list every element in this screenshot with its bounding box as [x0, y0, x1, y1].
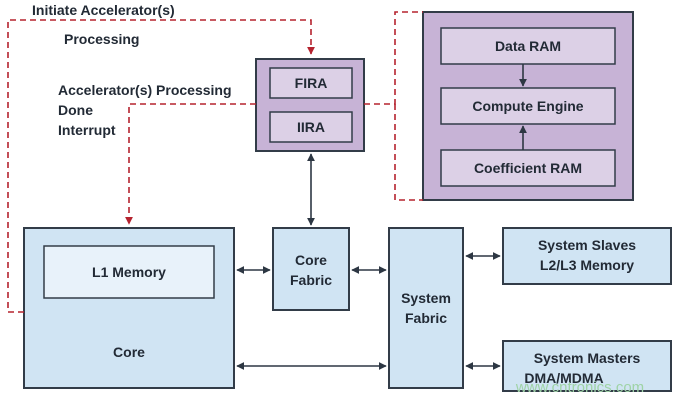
data-ram-label: Data RAM [495, 38, 561, 54]
fira-label: FIRA [295, 75, 328, 91]
initiate-processing-path [7, 19, 315, 313]
data-ram-block [440, 27, 616, 65]
core-fabric-label-line2: Fabric [290, 272, 332, 288]
done-label-line2: Done [58, 102, 93, 118]
system-slaves-label-line1: System Slaves [538, 237, 636, 253]
iira-label: IIRA [297, 119, 325, 135]
system-masters-label-line1: System Masters [534, 350, 641, 366]
system-slaves-label-line2: L2/L3 Memory [540, 257, 634, 273]
coefficient-ram-block [440, 149, 616, 187]
processing-done-interrupt-path [125, 103, 256, 225]
compute-engine-label: Compute Engine [472, 98, 583, 114]
system-fabric-label-line1: System [401, 290, 451, 306]
initiate-label-line1: Initiate Accelerator(s) [32, 2, 175, 18]
system-fabric-label-line2: Fabric [405, 310, 447, 326]
system-masters-block [502, 340, 672, 392]
core-fabric-label-line1: Core [295, 252, 327, 268]
l1-memory-label: L1 Memory [92, 264, 166, 280]
l1-memory-block [43, 245, 215, 299]
fira-block [269, 67, 353, 99]
system-fabric-block [388, 227, 464, 389]
compute-engine-block [440, 87, 616, 125]
system-masters-label-line2: DMA/MDMA [524, 370, 603, 386]
initiate-label-line2: Processing [64, 31, 139, 47]
done-label-line1: Accelerator(s) Processing [58, 82, 232, 98]
coefficient-ram-label: Coefficient RAM [474, 160, 582, 176]
core-label: Core [113, 344, 145, 360]
accelerator-compute-return-path [394, 104, 423, 201]
accelerator-compute-link-path [364, 11, 423, 105]
iira-block [269, 111, 353, 143]
system-slaves-block [502, 227, 672, 285]
core-fabric-block [272, 227, 350, 311]
watermark-text: www.cntronics.com [515, 379, 644, 396]
done-label-line3: Interrupt [58, 122, 116, 138]
